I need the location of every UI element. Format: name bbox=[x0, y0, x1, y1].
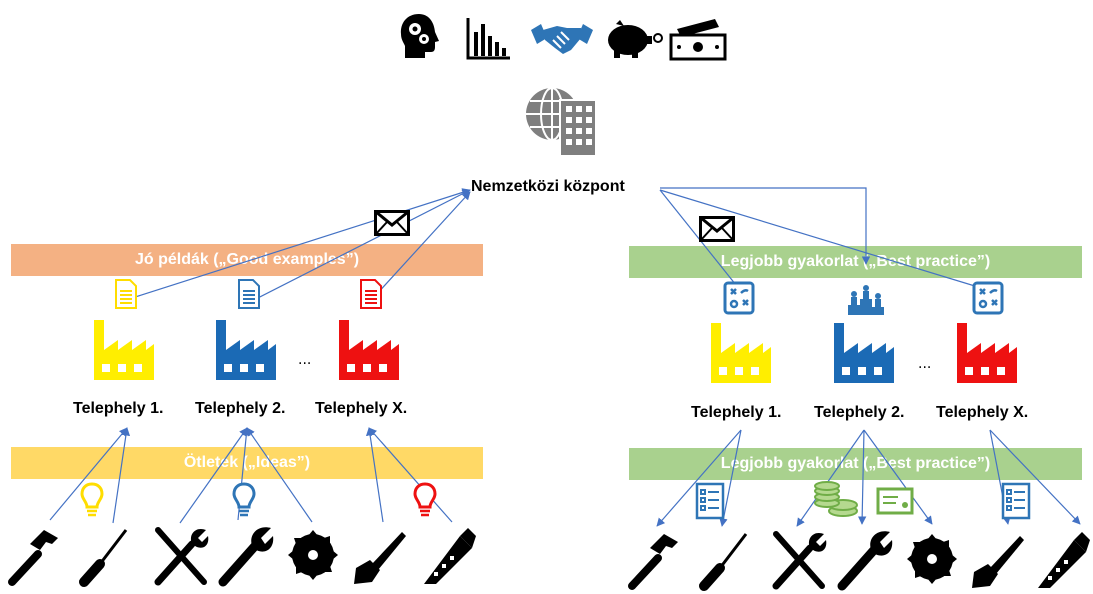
factory-icon-right-x bbox=[957, 323, 1017, 383]
head-gears-icon bbox=[400, 14, 439, 58]
right-site-x-label: Telephely X. bbox=[936, 404, 1029, 421]
document-icon-blue bbox=[238, 279, 260, 309]
handshake-icon bbox=[531, 24, 593, 54]
checklist-icon-1 bbox=[695, 482, 725, 520]
best-practice-band-bottom: Legjobb gyakorlat („Best practice”) bbox=[629, 448, 1082, 480]
checklist-icon-2 bbox=[1001, 482, 1031, 520]
strategy-board-icon-1 bbox=[723, 281, 755, 315]
factory-icon-right-2 bbox=[834, 323, 894, 383]
lightbulb-icon-blue bbox=[232, 482, 256, 517]
crossed-tools-icon-right bbox=[772, 531, 827, 590]
arrow-hammer-site1 bbox=[49, 427, 128, 521]
factory-icon-left-2 bbox=[216, 320, 276, 380]
strategy-board-icon-2 bbox=[972, 281, 1004, 315]
crossed-tools-icon bbox=[154, 527, 209, 586]
left-site-x-label: Telephely X. bbox=[315, 400, 408, 417]
piggy-bank-icon bbox=[608, 20, 663, 58]
arrow-siteX-handsaw bbox=[989, 429, 1081, 525]
left-site-2-label: Telephely 2. bbox=[195, 400, 286, 417]
arrow-center-podium bbox=[660, 187, 871, 265]
globe-building-icon bbox=[526, 87, 597, 157]
hammer-icon-right bbox=[628, 534, 678, 590]
arrow-screwdriver-site1 bbox=[112, 427, 131, 524]
envelope-icon-left bbox=[374, 210, 410, 236]
saw-blade-icon-right bbox=[907, 534, 957, 584]
ideas-band: Ötletek („Ideas”) bbox=[11, 447, 483, 479]
arrow-doc3-center bbox=[374, 191, 471, 297]
arrow-site1-screwdriver bbox=[719, 429, 742, 527]
arrow-site2-saw bbox=[863, 429, 933, 525]
certificate-icon bbox=[876, 487, 914, 515]
center-label: Nemzetközi központ bbox=[471, 178, 625, 195]
wrench-icon bbox=[218, 527, 274, 587]
saw-blade-icon bbox=[288, 530, 338, 580]
paintbrush-icon bbox=[354, 532, 406, 584]
arrow-doc2-center bbox=[249, 189, 471, 303]
money-icon bbox=[669, 19, 727, 61]
podium-icon bbox=[848, 285, 884, 315]
right-site-1-label: Telephely 1. bbox=[691, 404, 782, 421]
document-icon-yellow bbox=[115, 279, 137, 309]
document-icon-red bbox=[360, 279, 382, 309]
screwdriver-icon bbox=[79, 529, 128, 587]
handsaw-icon bbox=[424, 528, 476, 584]
arrow-site2-crossed bbox=[796, 429, 865, 527]
left-site-1-label: Telephely 1. bbox=[73, 400, 164, 417]
bar-chart-icon bbox=[466, 18, 510, 60]
arrow-site1-hammer bbox=[656, 429, 742, 527]
wrench-icon-right bbox=[837, 531, 893, 591]
right-site-2-label: Telephely 2. bbox=[814, 404, 905, 421]
screwdriver-icon-right bbox=[699, 533, 748, 591]
factory-icon-left-x bbox=[339, 320, 399, 380]
hammer-icon bbox=[8, 530, 58, 586]
arrow-brush-siteX bbox=[365, 427, 384, 523]
paintbrush-icon-right bbox=[972, 536, 1024, 588]
arrow-doc1-center bbox=[125, 188, 471, 301]
best-practice-band-top: Legjobb gyakorlat („Best practice”) bbox=[629, 246, 1082, 278]
envelope-icon-right bbox=[699, 216, 735, 242]
lightbulb-icon-red bbox=[413, 482, 437, 517]
factory-icon-right-1 bbox=[711, 323, 771, 383]
arrow-saw-site2 bbox=[246, 427, 313, 523]
handsaw-icon-right bbox=[1038, 532, 1090, 588]
coins-icon bbox=[814, 481, 858, 517]
left-ellipsis: ... bbox=[298, 352, 312, 368]
arrow-handsaw-siteX bbox=[368, 427, 453, 523]
arrow-crossed-site2 bbox=[179, 427, 248, 524]
factory-icon-left-1 bbox=[94, 320, 154, 380]
lightbulb-icon-yellow bbox=[80, 482, 104, 517]
good-examples-band: Jó példák („Good examples”) bbox=[11, 244, 483, 276]
right-ellipsis: ... bbox=[918, 356, 932, 372]
arrow-center-board2 bbox=[659, 189, 989, 292]
arrow-site2-wrench bbox=[857, 429, 867, 525]
